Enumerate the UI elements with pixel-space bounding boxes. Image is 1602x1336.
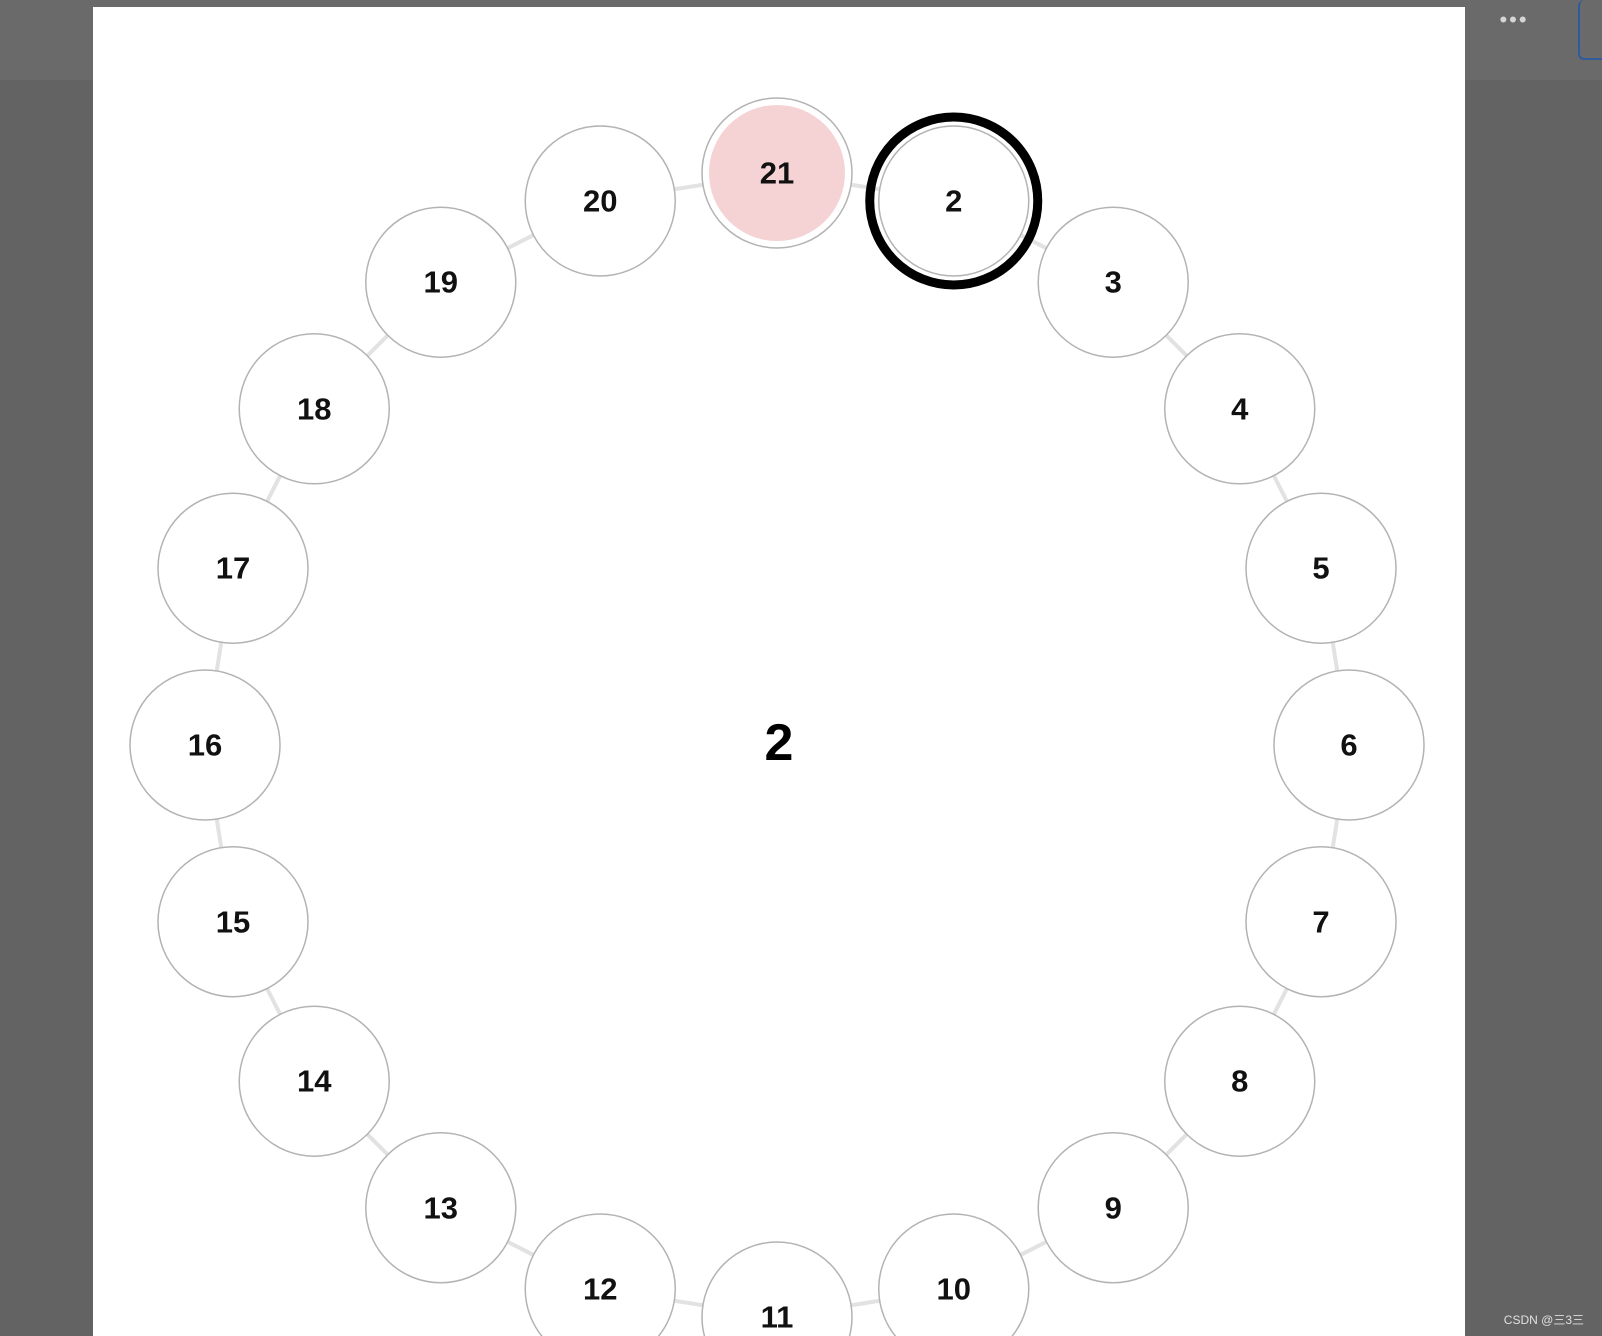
ring-node-7[interactable]: 7: [1245, 846, 1397, 998]
ring-node-label: 6: [1340, 728, 1357, 763]
ring-node-label: 4: [1231, 391, 1249, 426]
center-value: 2: [764, 714, 794, 772]
side-panel-edge[interactable]: [1578, 0, 1602, 60]
ring-node-circle: [1273, 669, 1425, 821]
ring-node-label: 8: [1231, 1064, 1248, 1099]
ring-node-4[interactable]: 4: [1164, 333, 1316, 485]
ring-node-label: 3: [1105, 265, 1122, 300]
ring-node-10[interactable]: 10: [878, 1213, 1030, 1336]
ring-node-label: 17: [216, 551, 250, 586]
ring-node-8[interactable]: 8: [1164, 1005, 1316, 1157]
ring-node-16[interactable]: 16: [129, 669, 281, 821]
ring-node-5[interactable]: 5: [1245, 492, 1397, 644]
ring-node-label: 7: [1312, 904, 1329, 939]
watermark: CSDN @三3三: [1503, 1313, 1584, 1327]
ring-node-14[interactable]: 14: [238, 1005, 390, 1157]
ring-node-label: 20: [583, 183, 617, 218]
ring-node-label: 21: [760, 156, 794, 191]
ring-node-label: 11: [761, 1300, 794, 1335]
ring-node-21[interactable]: 21: [701, 97, 853, 249]
ring-node-9[interactable]: 9: [1037, 1132, 1189, 1284]
canvas-sheet: 2 3 4 5 6 7 8 9 10 11 12 13 14 15 16 17 18 19 20 21 2: [93, 7, 1465, 1336]
ring-node-label: 9: [1105, 1190, 1122, 1225]
ring-node-label: 2: [945, 183, 962, 218]
ring-node-circle: [1037, 206, 1189, 358]
ring-node-20[interactable]: 20: [524, 125, 676, 277]
ring-node-13[interactable]: 13: [365, 1132, 517, 1284]
ring-node-circle: [365, 206, 517, 358]
ring-node-highlight: [709, 105, 845, 241]
ring-node-label: 15: [216, 904, 250, 939]
ring-node-circle: [238, 333, 390, 485]
ring-node-circle: [157, 492, 309, 644]
ring-node-circle: [157, 846, 309, 998]
ring-node-circle: [1037, 1132, 1189, 1284]
ring-node-label: 16: [188, 728, 222, 763]
ring-node-label: 13: [424, 1190, 458, 1225]
ring-node-circle: [1164, 1005, 1316, 1157]
ring-node-18[interactable]: 18: [238, 333, 390, 485]
more-horizontal-icon[interactable]: •••: [1499, 7, 1529, 32]
ring-node-12[interactable]: 12: [524, 1213, 676, 1336]
ring-node-label: 18: [297, 391, 331, 426]
ring-node-circle: [701, 1241, 853, 1336]
ring-node-circle: [1245, 492, 1397, 644]
ring-node-19[interactable]: 19: [365, 206, 517, 358]
ring-node-label: 12: [583, 1272, 617, 1307]
ring-node-circle: [1245, 846, 1397, 998]
ring-node-circle: [524, 1213, 676, 1336]
ring-node-6[interactable]: 6: [1273, 669, 1425, 821]
ring-node-2[interactable]: 2: [865, 112, 1043, 290]
ring-node-17[interactable]: 17: [157, 492, 309, 644]
ring-node-selection-ring: [865, 112, 1043, 290]
ring-node-circle: [129, 669, 281, 821]
ring-node-15[interactable]: 15: [157, 846, 309, 998]
ring-node-circle: [238, 1005, 390, 1157]
ring-node-circle: [524, 125, 676, 277]
ring-node-circle: [365, 1132, 517, 1284]
ring-node-circle: [1164, 333, 1316, 485]
ring-node-label: 19: [424, 265, 458, 300]
ring-node-label: 5: [1312, 551, 1329, 586]
ring-node-label: 10: [937, 1272, 971, 1307]
ring-node-label: 14: [297, 1064, 332, 1099]
ring-node-3[interactable]: 3: [1037, 206, 1189, 358]
ring-node-circle: [878, 1213, 1030, 1336]
ring-diagram: 2 3 4 5 6 7 8 9 10 11 12 13 14 15 16 17 18 19 20 21: [129, 97, 1425, 1336]
ring-node-circle: [878, 125, 1030, 277]
ring-node-11[interactable]: 11: [701, 1241, 853, 1336]
